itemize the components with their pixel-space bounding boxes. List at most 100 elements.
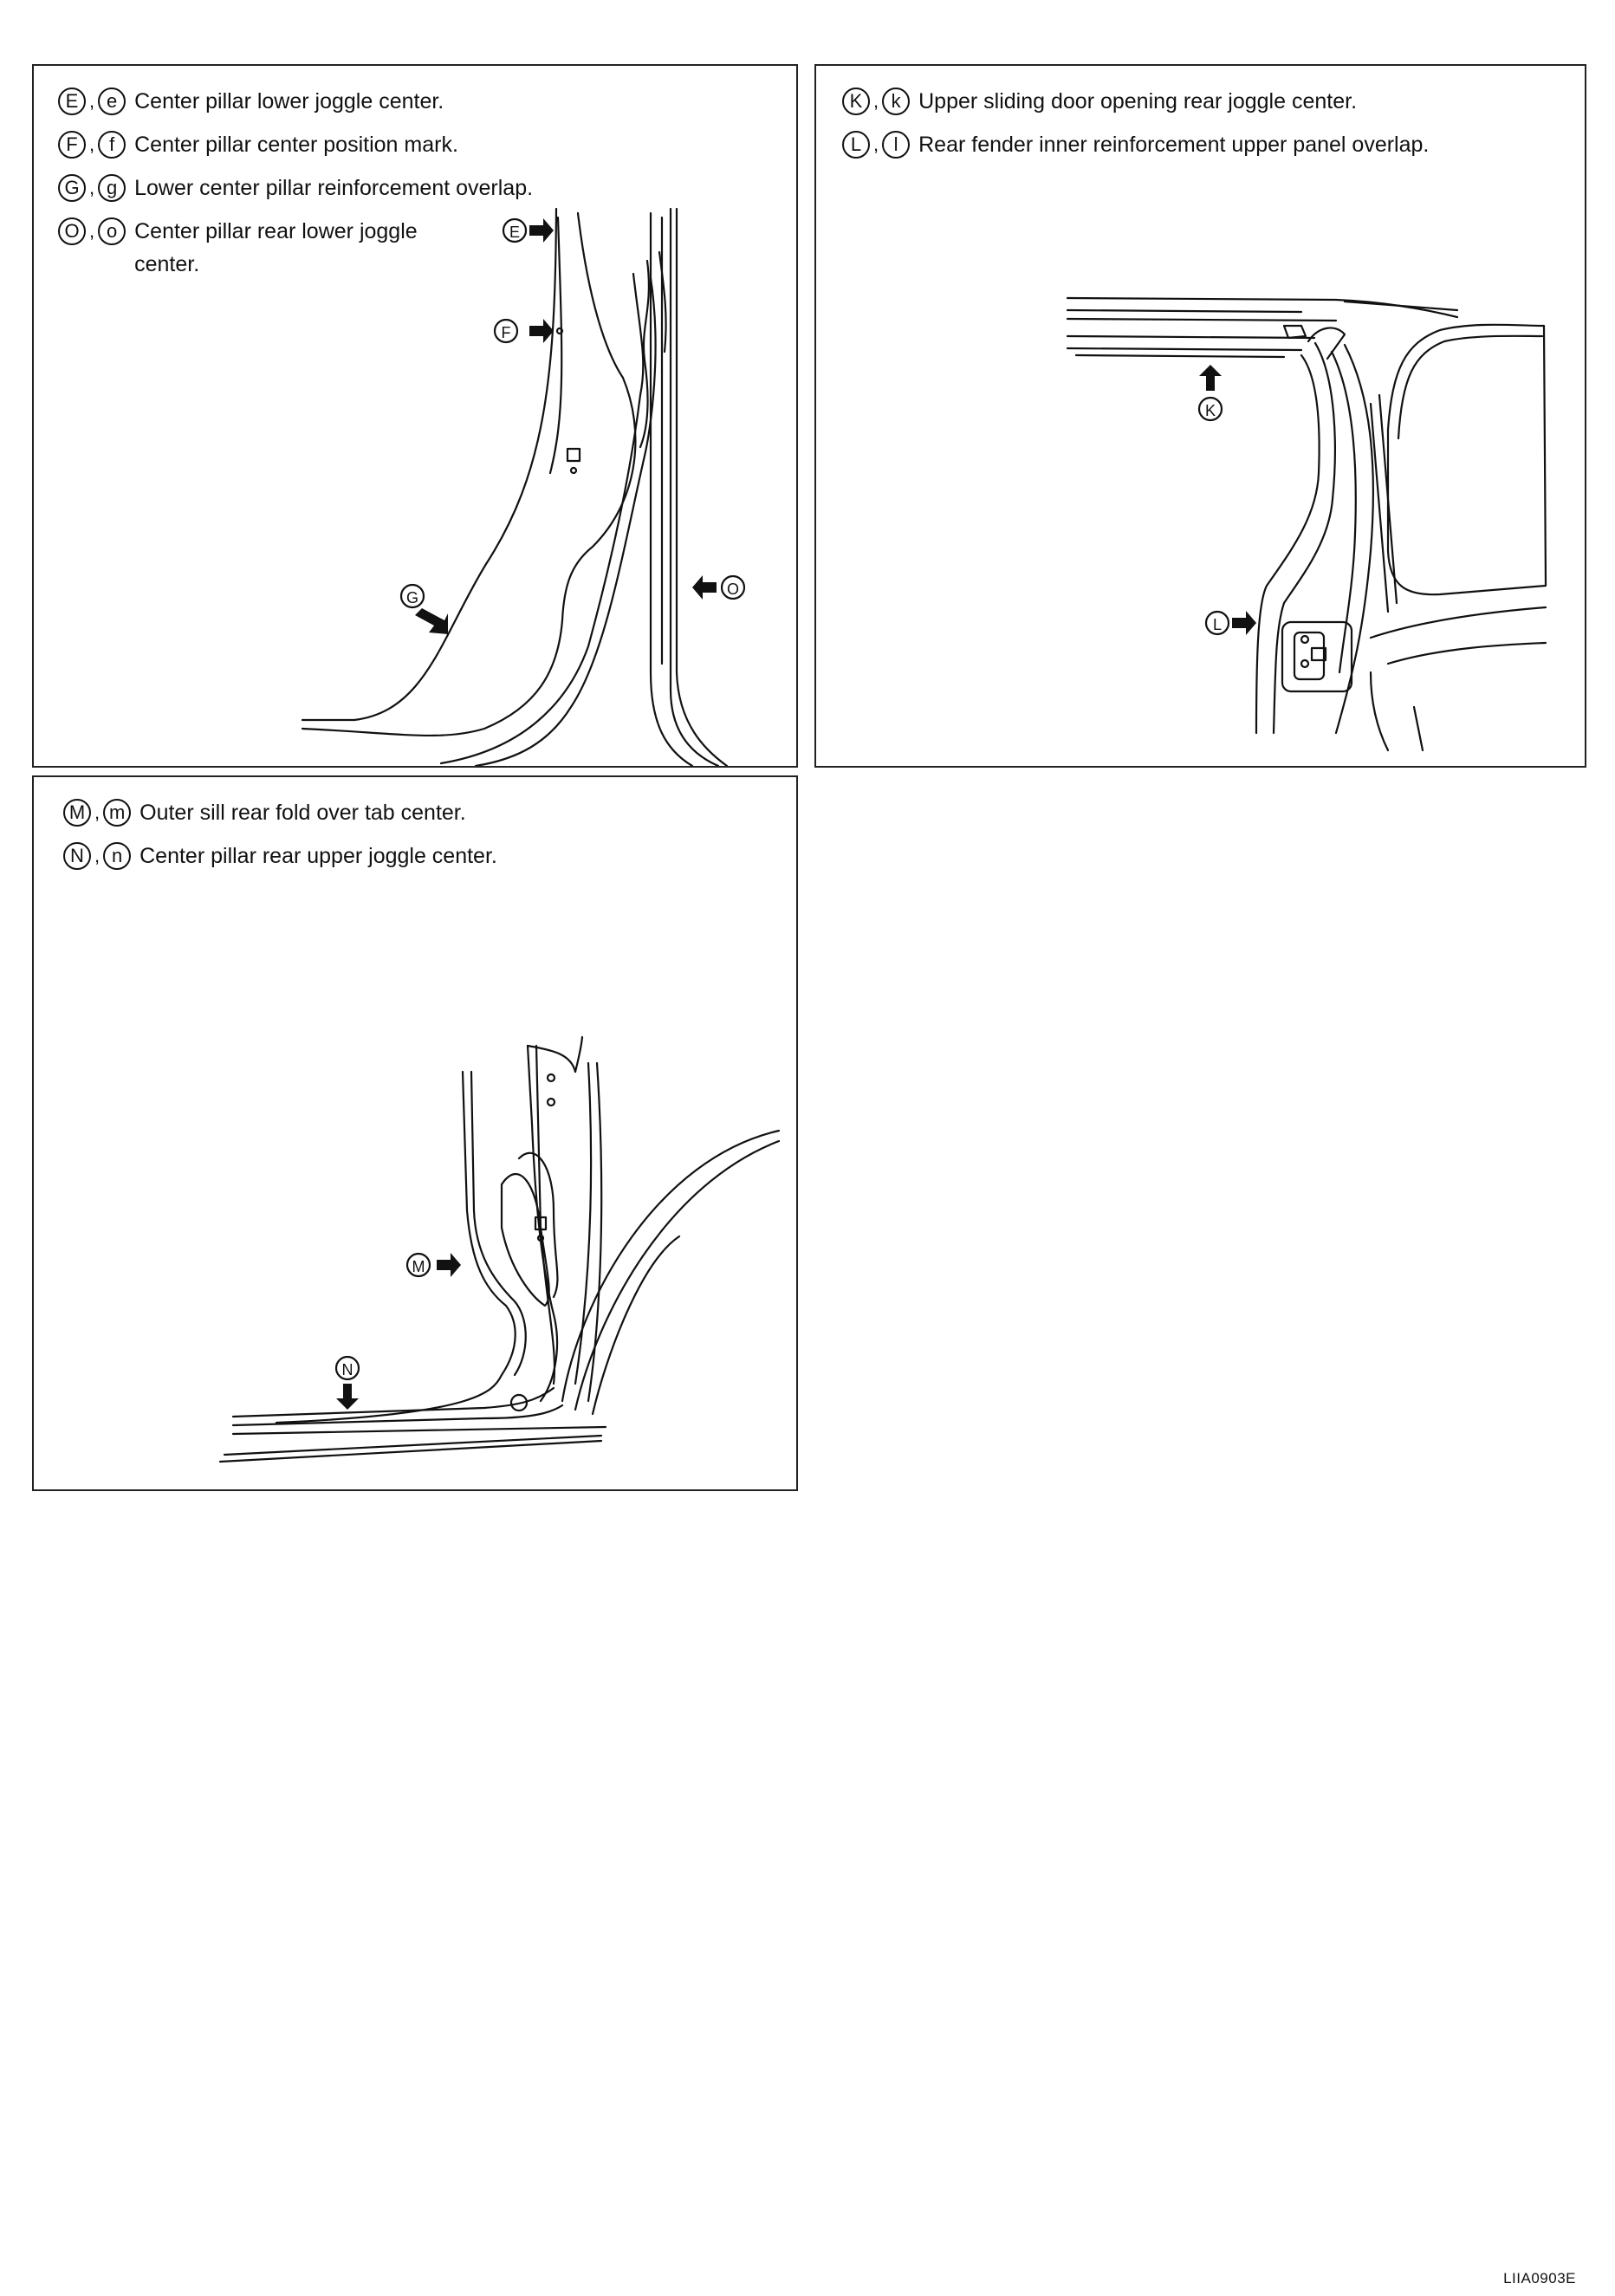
callout-label: L [1213, 616, 1222, 633]
callout-arrow [692, 575, 717, 600]
callout-label: G [406, 589, 418, 606]
pillar-edge-inner [548, 216, 563, 475]
center-pillar-drawing: E F G O [301, 207, 746, 766]
bracket-box-inner [1293, 631, 1326, 681]
callout-circle [493, 318, 519, 344]
pillar-line [275, 1070, 516, 1424]
wheel-arch [591, 1235, 681, 1416]
point-badge-lower: k [882, 88, 911, 115]
legend-row: O,o Center pillar rear lower joggle cent… [58, 215, 533, 276]
callout-arrow [437, 1253, 461, 1277]
pillar-hole [566, 447, 581, 463]
roof-rail-line [1066, 308, 1303, 314]
lower-panel-line [1386, 641, 1547, 665]
pillar-line [474, 276, 657, 766]
pillar-joggle-line [639, 259, 650, 449]
bracket-hole [1300, 658, 1310, 669]
rear-pillar-line [669, 207, 720, 766]
callout-arrow [415, 608, 448, 634]
point-badge-upper: M [63, 799, 91, 827]
legend-description: Upper sliding door opening rear joggle c… [918, 89, 1358, 114]
quarter-window-frame [1386, 323, 1547, 596]
point-badge-upper: O [58, 217, 86, 245]
legend-description: Rear fender inner reinforcement upper pa… [918, 133, 1430, 157]
pillar-contour [301, 211, 637, 737]
legend-row: F,f Center pillar center position mark. [58, 128, 533, 172]
pillar-top [526, 1044, 577, 1073]
point-badge-lower: f [98, 131, 126, 159]
bracket-box [1281, 620, 1353, 693]
sill-line [218, 1439, 603, 1463]
legend-row: G,g Lower center pillar reinforcement ov… [58, 172, 533, 215]
sill-line [231, 1386, 555, 1418]
pillar-hole [534, 1216, 548, 1231]
pillar-joggle-line [658, 250, 667, 353]
position-mark [555, 327, 564, 335]
pillar-top [574, 1035, 584, 1073]
point-badge-upper: L [842, 131, 870, 159]
figure-code: LIIA0903E [1503, 2270, 1576, 2286]
pillar-line [526, 1044, 559, 1403]
pillar-outer-edge [301, 207, 558, 722]
rear-fender-drawing: K L [1066, 296, 1547, 752]
callout-label: M [412, 1258, 425, 1275]
door-opening-edge [1255, 353, 1320, 735]
pillar-line [587, 1061, 603, 1403]
joggle-corner [1307, 327, 1346, 360]
panel-legend: K,k Upper sliding door opening rear jogg… [842, 85, 1429, 172]
legend-row: K,k Upper sliding door opening rear jogg… [842, 85, 1429, 128]
callout-label: F [502, 324, 511, 341]
callout-arrow [1232, 611, 1256, 635]
lower-panel-line [1369, 606, 1547, 639]
pillar-hole [546, 1097, 556, 1107]
callout-label: E [509, 224, 520, 241]
outer-sill-drawing: M N [218, 1035, 781, 1463]
pillar-hole [569, 466, 578, 475]
bracket-slot [1310, 646, 1327, 662]
callout-circle [399, 583, 425, 609]
callout-arrow [336, 1384, 359, 1410]
joggle-corner [1282, 324, 1307, 340]
legend-description: Outer sill rear fold over tab center. [139, 801, 466, 825]
diagram-panel-center-pillar: E,e Center pillar lower joggle center. F… [32, 64, 798, 768]
fold-tab-hole [509, 1393, 529, 1412]
callout-label: N [342, 1361, 353, 1378]
legend-row: M,m Outer sill rear fold over tab center… [63, 796, 497, 840]
sill-line [231, 1404, 564, 1427]
callout-arrow [529, 319, 554, 343]
legend-description: Center pillar rear lower joggle center. [134, 219, 418, 276]
lower-panel-line [1369, 671, 1390, 752]
point-badge-lower: m [103, 799, 132, 827]
callout-arrow [1199, 365, 1222, 391]
callout-circle [502, 217, 528, 243]
lower-panel-line [1412, 705, 1424, 752]
rear-pillar-line [675, 207, 729, 766]
point-badge-upper: F [58, 131, 86, 159]
point-badge-lower: e [98, 88, 126, 115]
door-opening-edge [1272, 341, 1336, 735]
wheel-arch [574, 1139, 781, 1411]
point-badge-lower: n [103, 842, 132, 870]
bracket-hole [1300, 634, 1310, 645]
legend-row: L,l Rear fender inner reinforcement uppe… [842, 128, 1429, 172]
panel-legend: E,e Center pillar lower joggle center. F… [58, 85, 533, 276]
roof-rail-line [1066, 347, 1303, 352]
quarter-window-frame [1378, 393, 1398, 605]
diagram-panel-rear-fender: K,k Upper sliding door opening rear jogg… [814, 64, 1586, 768]
point-badge-lower: g [98, 174, 126, 202]
callout-circle [405, 1252, 431, 1278]
inner-bead [500, 1173, 550, 1307]
legend-description: Center pillar rear upper joggle center. [139, 844, 497, 868]
callout-arrow [529, 218, 554, 243]
roof-rail-line [1066, 334, 1316, 340]
sill-line [223, 1434, 603, 1456]
legend-description: Center pillar lower joggle center. [134, 89, 444, 114]
roof-rail-line [1066, 296, 1459, 319]
roof-rail-line [1066, 317, 1338, 322]
callout-circle [1204, 610, 1230, 636]
pillar-hole [546, 1073, 556, 1083]
quarter-window-frame [1369, 402, 1390, 613]
diagram-panel-outer-sill: M,m Outer sill rear fold over tab center… [32, 775, 798, 1491]
point-badge-upper: G [58, 174, 86, 202]
pillar-line [574, 1061, 593, 1385]
